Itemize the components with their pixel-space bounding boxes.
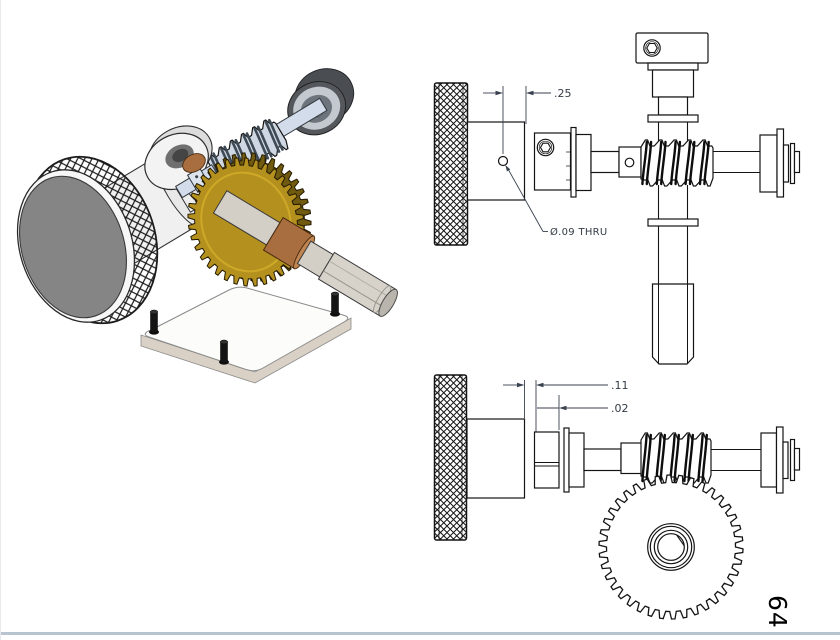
- front-view-drawing: .11 .02: [433, 374, 801, 620]
- gear-bore: [657, 533, 685, 561]
- dimension-02: .02: [537, 395, 629, 430]
- isometric-assembly-view: [16, 68, 398, 384]
- page-number: 64: [763, 595, 792, 629]
- bearing-2d-top: [713, 128, 801, 198]
- hole-callout-label: Ø.09 THRU: [550, 226, 608, 238]
- output-shaft: [212, 190, 398, 317]
- dimension-25: .25: [483, 86, 572, 154]
- page-footer-line: [1, 632, 840, 635]
- spur-gear-front: [598, 474, 744, 620]
- flange-front: [568, 432, 585, 488]
- washer-front: [563, 427, 570, 493]
- washer-top: [570, 126, 577, 198]
- shaft-segment-top: [590, 150, 620, 174]
- knob-2d-top: [433, 82, 526, 246]
- shaft-segment-front: [583, 448, 622, 472]
- bore-flat: [676, 534, 685, 547]
- knob-hub-2d: [466, 121, 526, 201]
- knob-hub-front: [466, 418, 526, 499]
- shaft-collar-front: [533, 431, 560, 489]
- plate-screw-2: [219, 339, 229, 365]
- top-view-drawing: .25 Ø.09 THRU: [433, 32, 801, 365]
- vertical-output-shaft-top: [635, 32, 709, 365]
- flange-top: [575, 133, 592, 192]
- thru-hole: [497, 155, 509, 167]
- hole-callout: Ø.09 THRU: [505, 164, 608, 238]
- knurled-knob: [16, 155, 159, 325]
- dim-11-label: .11: [611, 379, 629, 392]
- worm-gear-top: [640, 139, 714, 187]
- worm-hub-front: [620, 442, 644, 475]
- knob-face: [19, 175, 127, 319]
- hex-socket-icon: [646, 42, 658, 54]
- worm-gear-front: [640, 432, 712, 484]
- knob-2d-front: [433, 374, 526, 541]
- plate-screw-1: [149, 309, 159, 335]
- worm-hub-top: [618, 146, 642, 178]
- dim-02-label: .02: [611, 402, 629, 415]
- bearing-2d-front: [709, 426, 801, 494]
- dimension-11: .11: [503, 379, 629, 460]
- shaft-collar-top: [533, 132, 572, 191]
- dim-25-label: .25: [554, 87, 572, 100]
- base-plate: [140, 286, 352, 384]
- bushing-glimpse: [182, 153, 206, 173]
- hex-socket-icon: [539, 142, 552, 153]
- plate-screw-3: [330, 291, 340, 317]
